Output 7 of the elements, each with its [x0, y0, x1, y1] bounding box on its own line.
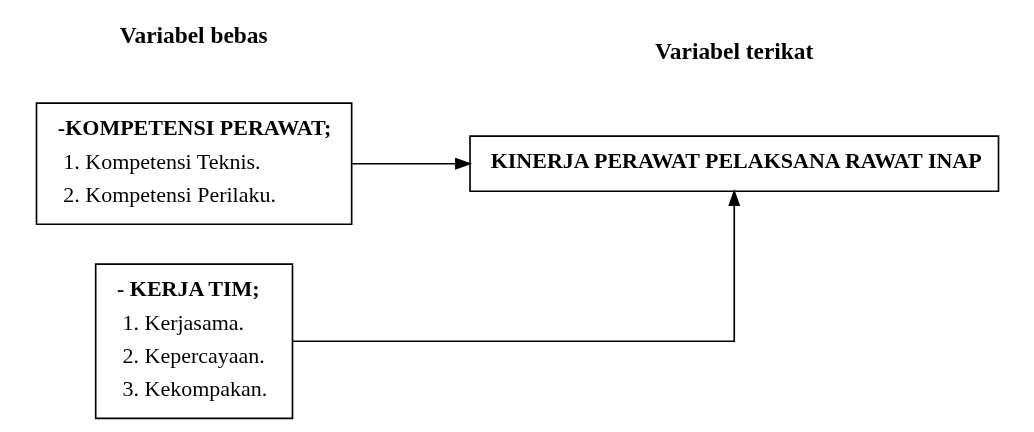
node-box: -KOMPETENSI PERAWAT; 1. Kompetensi Teknis. 2. Kompetensi Perilaku.	[35, 102, 352, 226]
node-box: - KERJA TIM; 1. Kerjasama. 2. Kepercayaan. 3. Kekompakan.	[94, 263, 293, 420]
arrow	[350, 157, 472, 170]
arrow	[291, 188, 740, 343]
node-box: KINERJA PERAWAT PELAKSANA RAWAT INAP	[468, 135, 999, 193]
label: Variabel terikat	[654, 38, 813, 65]
label: Variabel bebas	[119, 21, 268, 48]
